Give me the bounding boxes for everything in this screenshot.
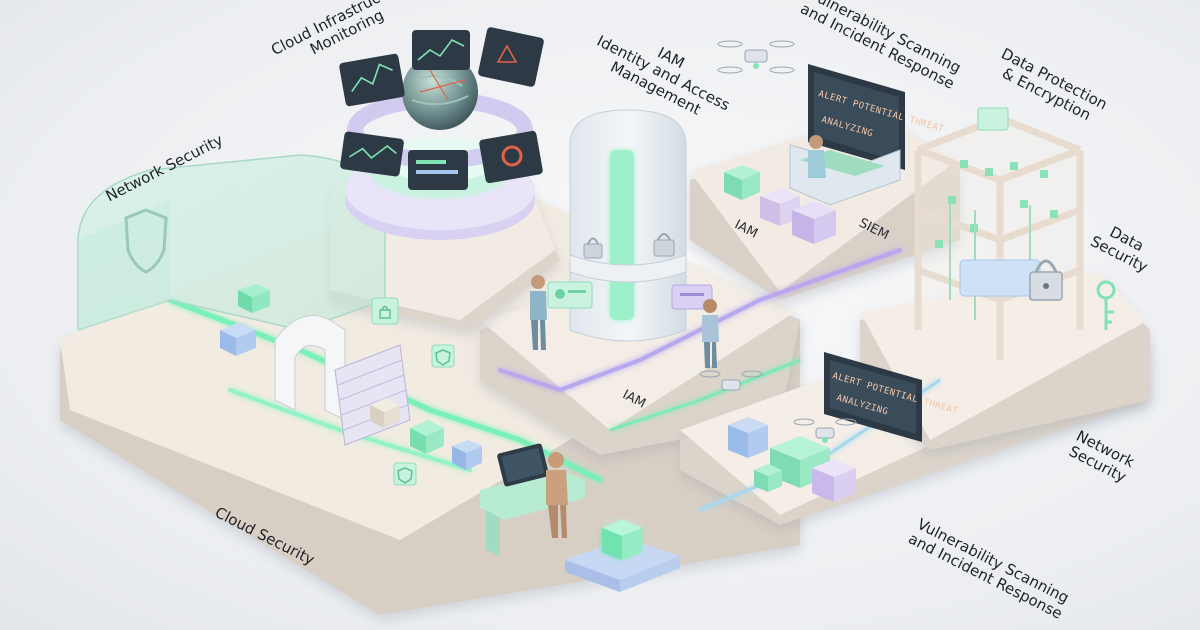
drone-icon: [793, 418, 857, 443]
data-cube-blue: [728, 417, 768, 458]
data-cube-lavender: [792, 201, 836, 244]
alert-monitor-upper: [808, 64, 905, 170]
data-cube-lavender: [812, 459, 856, 502]
monitor-panel-chart: [412, 30, 470, 70]
network-security-enclosure: [77, 154, 386, 332]
monitor-panel-chart: [479, 130, 543, 184]
iam-tower: [569, 109, 687, 342]
drone-icon: [699, 370, 763, 391]
monitor-panel-chart: [408, 150, 468, 190]
data-cube-mint: [410, 420, 444, 454]
globe-icon: [402, 54, 478, 130]
shield-icon: [393, 462, 417, 486]
id-card-panel: [547, 281, 593, 309]
monitor-panel-chart: [340, 131, 404, 177]
person-user: [702, 299, 719, 368]
data-cube-beige: [370, 398, 400, 428]
shield-icon: [431, 344, 455, 368]
shield-icon: [124, 208, 168, 274]
lock-icon: [371, 297, 399, 325]
monitor-panel-warning: [478, 27, 544, 87]
lock-icon: [653, 233, 675, 257]
person-operator: [546, 452, 568, 538]
glowing-data-cube: [565, 520, 680, 592]
key-icon: [1096, 280, 1116, 330]
data-cube-blue: [452, 440, 482, 470]
person-user: [530, 275, 547, 350]
data-protection-tower: [914, 107, 1084, 360]
id-card-panel: [671, 284, 713, 310]
lock-icon: [583, 237, 603, 259]
data-cube-blue: [220, 322, 256, 356]
lock-icon: [1029, 259, 1063, 301]
monitor-panel-chart: [339, 53, 405, 107]
data-cube-mint: [724, 165, 760, 200]
drone-icon: [717, 40, 795, 74]
data-cube-mint: [238, 284, 270, 313]
data-cube-mint: [754, 464, 782, 492]
person-analyst: [808, 135, 826, 178]
